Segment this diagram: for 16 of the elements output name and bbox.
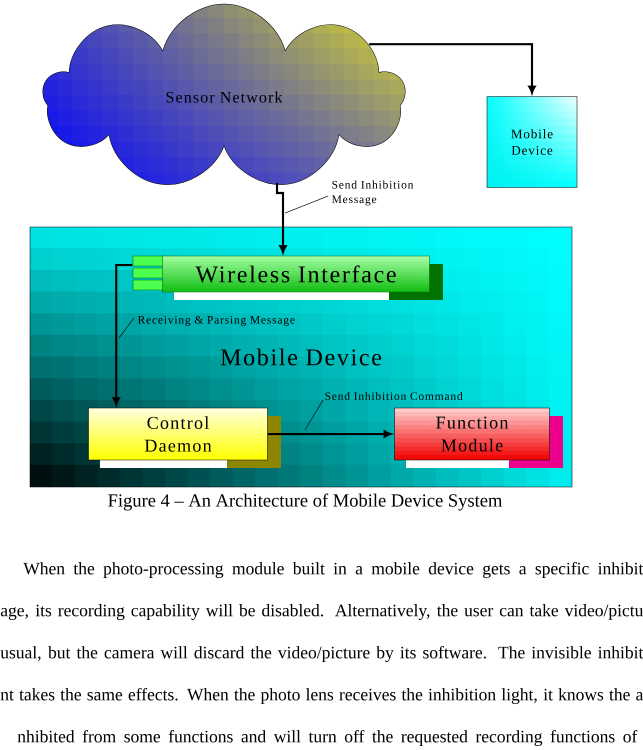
paragraph-line: nt takes the same effects. When the photo lens receives the inhibition light, it knows the a [0, 688, 643, 704]
caption: Figure 4 – An Architecture of Mobile Device System [108, 494, 502, 511]
interface-box: Wireless Interface [132, 256, 443, 300]
arrow [276, 183, 287, 253]
arrow [268, 430, 392, 438]
arrow [112, 264, 132, 405]
paragraph-line: age, its recording capability will be disabled. Alternatively, the user can take video/pictu [0, 604, 643, 620]
edge-label: Receiving & Parsing Message [138, 316, 295, 326]
process-box: Function Module [394, 408, 563, 468]
process-box: Control Daemon [88, 408, 281, 468]
paragraph-line: When the photo-processing module built in a mobile device gets a specific inhibit [23, 562, 643, 578]
paragraph-line: nhibited from some functions and will turn off the requested recording functions of [18, 730, 638, 746]
arrow [369, 43, 536, 94]
paragraph-line: usual, but the camera will discard the video/picture by its software. The invisible inhibit [0, 646, 643, 662]
device-box: Mobile Device [486, 96, 578, 188]
edge-label: Send Inhibition Command [325, 392, 463, 400]
